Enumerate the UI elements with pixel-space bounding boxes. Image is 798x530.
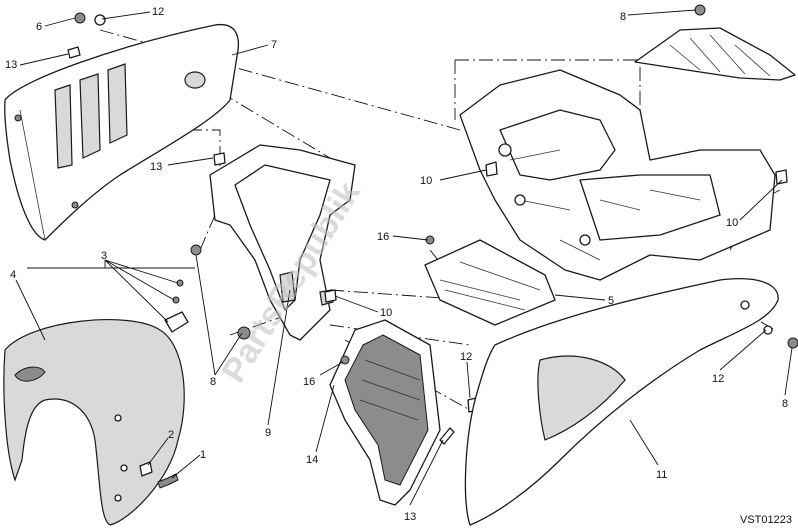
front-fender-part-4	[3, 318, 185, 526]
callout-6: 6	[36, 21, 42, 33]
callout-16: 16	[377, 231, 389, 243]
callout-5: 5	[608, 295, 614, 307]
callout-9: 9	[265, 427, 271, 439]
callout-10: 10	[380, 307, 392, 319]
clips-part-10	[324, 161, 788, 303]
callout-11: 11	[656, 469, 667, 481]
callout-labels: 6 12 13 7 8 13 10 3 4 16 5 10 10 8 9 16 …	[5, 6, 788, 523]
leader-lines	[15, 9, 793, 506]
side-panel-part-11	[464, 278, 779, 526]
hardware-part-3	[164, 279, 189, 333]
pin-part-14	[439, 427, 455, 445]
side-panel-part-7	[4, 23, 240, 241]
callout-2: 2	[168, 429, 174, 441]
callout-4: 4	[10, 269, 16, 281]
callout-12: 12	[152, 6, 164, 18]
callout-10: 10	[420, 175, 432, 187]
callout-16: 16	[303, 376, 315, 388]
frame-bracket-part-9	[209, 144, 356, 341]
callout-12: 12	[712, 373, 724, 385]
callout-1: 1	[200, 449, 206, 461]
fasteners-top-left	[67, 12, 106, 59]
callout-3: 3	[101, 250, 107, 262]
callout-13: 12	[460, 351, 472, 363]
callout-13: 13	[5, 59, 17, 71]
callout-8: 8	[782, 398, 788, 410]
drawing-reference: VST01223	[740, 514, 792, 526]
callout-7: 7	[271, 39, 277, 51]
subframe-assembly	[459, 69, 776, 281]
callout-10: 10	[726, 217, 738, 229]
callout-14: 13	[404, 511, 416, 523]
callout-8: 8	[210, 376, 216, 388]
callout-15: 14	[306, 454, 318, 466]
callout-8: 8	[620, 11, 626, 23]
screws-part-8	[190, 4, 798, 349]
callout-13: 13	[150, 161, 162, 173]
plate-part-5	[424, 239, 556, 326]
rear-cover-top-right	[634, 27, 796, 81]
inner-panel-part-15	[329, 319, 441, 506]
